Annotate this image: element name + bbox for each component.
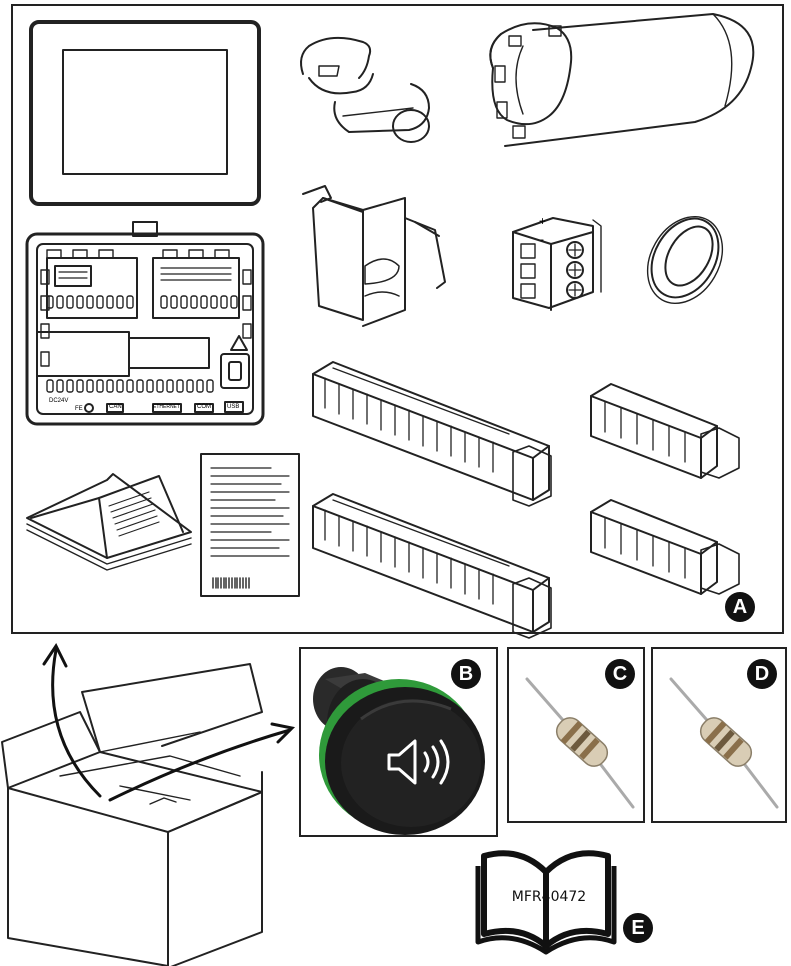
terminal-minus-label: - <box>540 232 544 246</box>
resistor-c-drawing <box>525 677 635 809</box>
mounting-bracket <box>302 185 446 327</box>
io-connector-small-1 <box>590 383 740 479</box>
open-book-icon <box>475 850 617 955</box>
badge-b: B <box>451 659 481 689</box>
hmi-display-front <box>29 20 261 206</box>
badge-d: D <box>747 659 777 689</box>
hmi-display-back <box>25 221 265 426</box>
speaker-sound-icon <box>387 739 450 785</box>
terminal-plus-label: + <box>539 214 547 228</box>
open-box-illustration <box>1 643 296 966</box>
io-connector-large-1 <box>312 361 552 507</box>
manual-reference: MFR40472 <box>511 889 587 905</box>
arrow-up <box>51 648 102 798</box>
kit-contents-drawing <box>25 13 755 639</box>
io-connector-large-2 <box>312 493 552 639</box>
arrow-right <box>108 728 292 802</box>
panel-port2-label: ETHERNET <box>153 404 180 410</box>
power-terminal-block <box>512 217 602 311</box>
panel-port3-label: COM <box>197 404 211 410</box>
panel-fe-label: FE <box>75 406 83 412</box>
cable-clamp-small <box>300 36 430 143</box>
kit-contents-panel: + - DC24V FE CAN ETHERNET COM USB A <box>11 4 784 639</box>
mounting-tube <box>489 13 755 147</box>
panel-port4-label: USB <box>227 404 240 410</box>
panel-port1-label: CAN <box>109 404 122 410</box>
resistor-d-drawing <box>669 677 779 809</box>
instruction-booklet <box>26 473 192 571</box>
resistor-panel-c: C <box>507 647 645 823</box>
buzzer-drawing <box>313 667 485 835</box>
panel-power-label: DC24V <box>49 398 69 404</box>
resistor-panel-d: D <box>651 647 787 823</box>
badge-c: C <box>605 659 635 689</box>
badge-a: A <box>725 592 755 622</box>
io-connector-small-2 <box>590 499 740 595</box>
buzzer-panel: B <box>299 647 498 837</box>
mounting-nut <box>646 215 724 305</box>
declaration-sheet <box>200 453 300 597</box>
badge-e: E <box>623 913 653 943</box>
